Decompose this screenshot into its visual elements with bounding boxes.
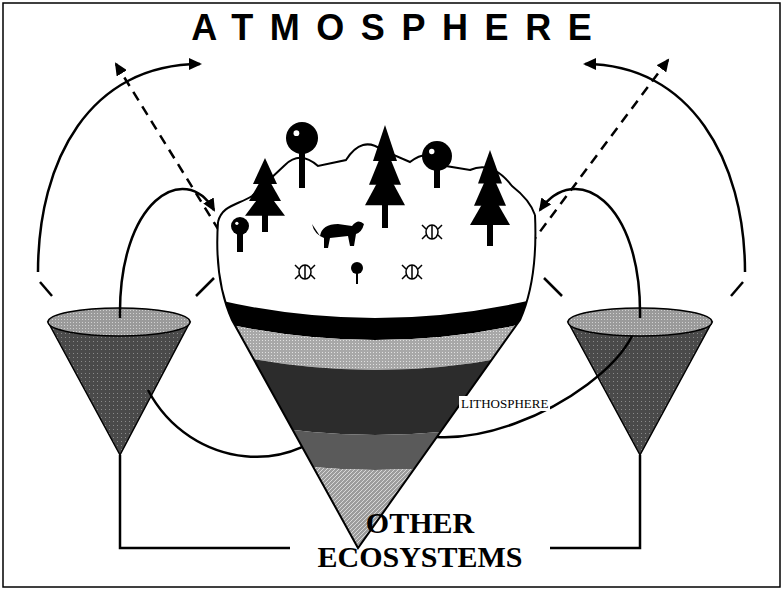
ecosystem-cone: LITHOSPHERE	[215, 100, 537, 550]
cone-outline	[215, 100, 537, 550]
layer-label: LITHOSPHERE	[459, 396, 550, 411]
ecosystems-label: OTHER ECOSYSTEMS	[300, 506, 540, 574]
frame	[3, 3, 780, 587]
reservoir-cone-left	[48, 308, 190, 455]
sphere-label: ATMOSPHERE	[0, 8, 783, 48]
dashed-arrows	[116, 60, 668, 245]
